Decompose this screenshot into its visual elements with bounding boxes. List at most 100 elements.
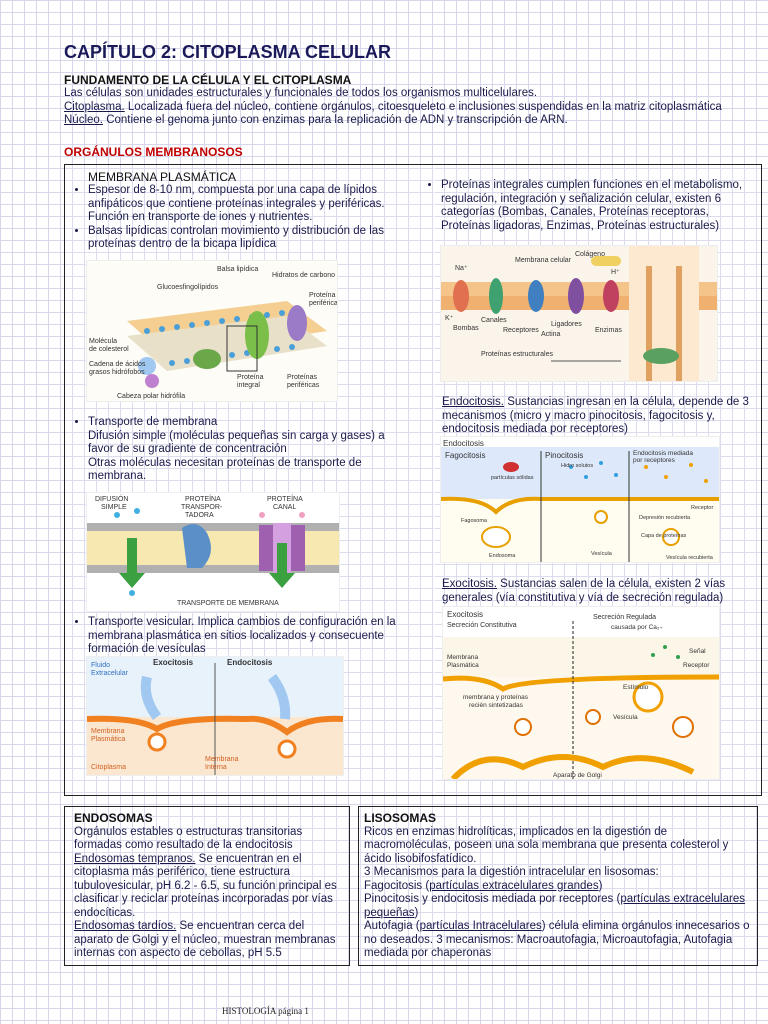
endocitosis-text: Endocitosis. Sustancias ingresan en la c… [442,396,754,437]
svg-text:Receptores: Receptores [503,327,539,334]
endocitosis-term: Endocitosis. [442,396,505,408]
transporte-l1: Difusión simple (moléculas pequeñas sin … [88,429,385,456]
svg-text:Exocitosis: Exocitosis [153,658,194,667]
endosomas-tardios: Endosomas tardíos. Se encuentran cerca d… [74,920,346,961]
svg-text:TRANSPOR-: TRANSPOR- [181,504,223,511]
svg-text:H⁺: H⁺ [611,269,620,276]
svg-text:Fluido: Fluido [91,662,110,669]
svg-text:TADORA: TADORA [185,512,214,519]
bilayer-figure: Balsa lipídica Hidratos de carbono Gluco… [86,260,338,402]
svg-text:causada por Ca₂₊: causada por Ca₂₊ [611,624,663,631]
exocitosis-text: Exocitosis. Sustancias salen de la célul… [442,578,756,605]
endocytosis-figure: Endocitosis Fagocitosis Pinocitosis Endo… [440,436,720,563]
vesicular-svg: Fluido Extracelular Exocitosis Endocitos… [87,657,343,775]
svg-text:Señal: Señal [689,648,706,655]
svg-text:Secreción Regulada: Secreción Regulada [593,614,656,621]
fundamento-text: Las células son unidades estructurales y… [64,87,744,128]
integral-svg: Membrana celular Colágeno Na⁺ K⁺ H⁺ Bomb… [441,246,717,381]
lisosomas-fagocitosis: Fagocitosis (partículas extracelulares g… [364,880,752,894]
integral-proteins-figure: Membrana celular Colágeno Na⁺ K⁺ H⁺ Bomb… [440,245,718,382]
endocytosis-svg: Endocitosis Fagocitosis Pinocitosis Endo… [441,439,719,562]
svg-text:Interna: Interna [205,764,227,771]
bilayer-svg: Balsa lipídica Hidratos de carbono Gluco… [89,266,337,400]
svg-text:periférica: periférica [309,300,337,307]
endosomas-intro: Orgánulos estables o estructuras transit… [74,825,303,852]
svg-text:membrana y proteínas: membrana y proteínas [463,694,529,701]
svg-text:Colágeno: Colágeno [575,251,605,258]
svg-text:Fagosoma: Fagosoma [461,518,488,524]
tempranos-text: Se encuentran en el citoplasma más perif… [74,852,337,919]
svg-text:Membrana: Membrana [447,654,478,661]
exocitosis-desc: Sustancias salen de la célula, existen 2… [442,578,726,604]
vesicular-text: Transporte vesicular. Implica cambios de… [88,616,416,657]
svg-text:Endocitosis: Endocitosis [227,658,273,667]
citoplasma-def: Citoplasma. Localizada fuera del núcleo,… [64,101,744,115]
svg-text:integral: integral [237,382,260,389]
lisosomas-heading: LISOSOMAS [364,811,437,825]
citoplasma-term: Citoplasma. [64,100,125,113]
svg-text:DIFUSIÓN: DIFUSIÓN [95,494,128,503]
svg-text:Aparato de Golgi: Aparato de Golgi [553,772,602,779]
svg-text:Vesícula: Vesícula [591,551,613,557]
membrana-bullets-left: Espesor de 8-10 nm, compuesta por una ca… [72,184,404,252]
lisosomas-pinocitosis: Pinocitosis y endocitosis mediada por re… [364,893,752,920]
endocitosis-desc: Sustancias ingresan en la célula, depend… [442,396,749,435]
svg-text:Endocitosis mediada: Endocitosis mediada [633,450,693,457]
fundamento-heading: FUNDAMENTO DE LA CÉLULA Y EL CITOPLASMA [64,73,352,87]
transporte-l2: Otras moléculas necesitan proteínas de t… [88,456,362,483]
exocytosis-svg: Exocitosis Secreción Constitutiva Secrec… [443,610,719,779]
lisosomas-mecanismos: 3 Mecanismos para la digestión intracelu… [364,866,659,878]
svg-text:Plasmática: Plasmática [447,662,479,669]
svg-text:Endocitosis: Endocitosis [443,439,484,448]
svg-text:partículas sólidas: partículas sólidas [491,475,534,481]
svg-text:grasos hidrófobos: grasos hidrófobos [89,369,145,376]
membrana-heading: MEMBRANA PLASMÁTICA [88,170,237,184]
svg-text:Citoplasma: Citoplasma [91,764,126,771]
svg-text:periféricas: periféricas [287,382,320,389]
svg-text:Membrana: Membrana [205,756,239,763]
svg-text:Receptor: Receptor [683,662,710,669]
svg-text:Molécula: Molécula [89,338,117,345]
pino-post: ) [414,906,419,919]
svg-text:Extracelular: Extracelular [91,670,129,677]
svg-text:Secreción Constitutiva: Secreción Constitutiva [447,622,517,629]
svg-text:Fagocitosis: Fagocitosis [445,451,485,460]
bullet-balsas: Balsas lipídicas controlan movimiento y … [88,225,404,252]
svg-text:Proteína: Proteína [237,374,264,381]
svg-text:PROTEÍNA: PROTEÍNA [267,494,303,503]
endosomas-content: ENDOSOMAS Orgánulos estables o estructur… [74,811,346,961]
tardios-term: Endosomas tardíos. [74,920,177,932]
svg-text:Membrana: Membrana [91,728,125,735]
endosomas-heading: ENDOSOMAS [74,811,153,825]
lisosomas-content: LISOSOMAS Ricos en enzimas hidrolíticas,… [364,811,752,961]
endosomas-tempranos: Endosomas tempranos. Se encuentran en el… [74,853,346,921]
svg-text:Bombas: Bombas [453,325,479,332]
nucleo-text: Contiene el genoma junto con enzimas par… [103,114,568,126]
vesicular-figure: Fluido Extracelular Exocitosis Endocitos… [86,656,344,776]
lisosomas-intro: Ricos en enzimas hidrolíticas, implicado… [364,825,729,865]
page-footer: HISTOLOGÍA página 1 [222,1006,309,1016]
organulos-heading: ORGÁNULOS MEMBRANOSOS [64,145,243,159]
svg-text:Estímulo: Estímulo [623,684,649,691]
pino-pre: Pinocitosis y endocitosis mediada por re… [364,893,621,905]
svg-text:Plasmática: Plasmática [91,736,125,743]
svg-text:Pinocitosis: Pinocitosis [545,451,583,460]
svg-text:Enzimas: Enzimas [595,327,622,334]
lisosomas-box [358,806,758,966]
box-gap [434,166,435,794]
svg-text:Proteína: Proteína [309,292,336,299]
svg-text:recién sintetizadas: recién sintetizadas [469,702,524,709]
fago-pre: Fagocitosis ( [364,879,430,892]
svg-text:Depresión recubierta: Depresión recubierta [639,515,691,521]
fago-post: ) [598,879,603,892]
nucleo-def: Núcleo. Contiene el genoma junto con enz… [64,114,744,128]
svg-text:Balsa lipídica: Balsa lipídica [217,266,258,273]
tempranos-term: Endosomas tempranos. [74,852,196,865]
svg-text:Ligadores: Ligadores [551,321,582,328]
transporte-bullet: Transporte de membrana Difusión simple (… [72,416,412,484]
tardios-text: Se encuentran cerca del aparato de Golgi… [74,920,336,959]
svg-text:Na⁺: Na⁺ [455,265,468,272]
svg-text:Proteínas: Proteínas [287,374,317,381]
svg-text:SIMPLE: SIMPLE [101,504,127,511]
svg-text:TRANSPORTE DE MEMBRANA: TRANSPORTE DE MEMBRANA [177,600,279,607]
